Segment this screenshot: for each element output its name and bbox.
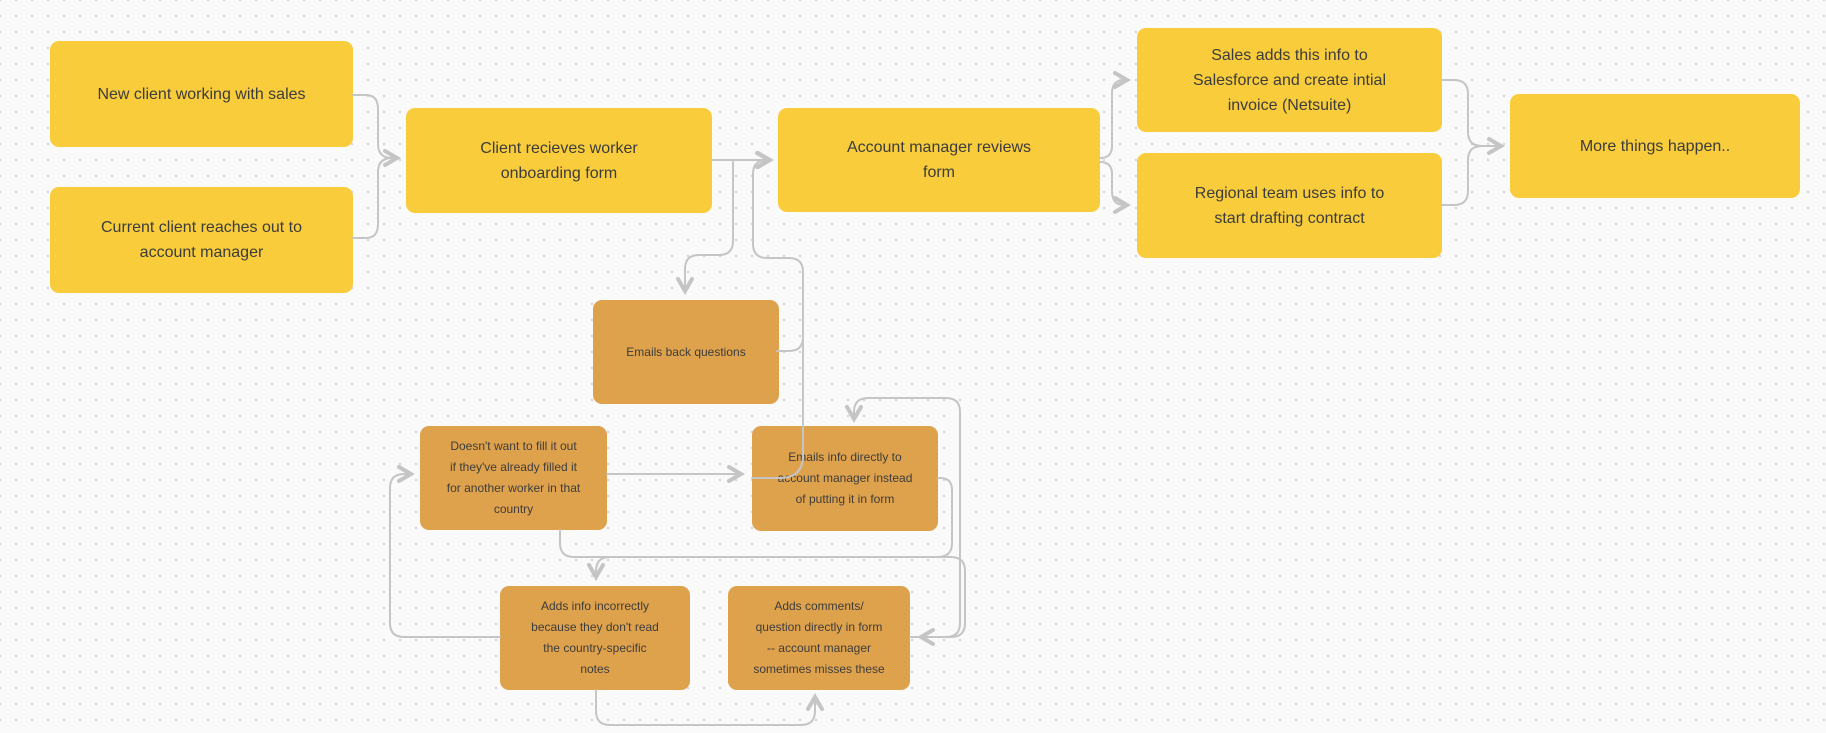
edge-emails-info-directly--adds-info-incorrectly[interactable] xyxy=(587,477,953,581)
edge-emails-info-directly--manager-review[interactable] xyxy=(751,339,804,479)
edge-salesforce-invoice--more-things[interactable] xyxy=(1441,79,1505,155)
node-label: Doesn't want to fill it out if they've a… xyxy=(446,439,581,516)
node-more-things[interactable]: More things happen.. xyxy=(1510,94,1800,198)
node-manager-review[interactable]: Account manager reviews form xyxy=(778,108,1100,212)
edge-regional-contract--more-things[interactable] xyxy=(1441,145,1495,206)
node-label: Regional team uses info to start draftin… xyxy=(1194,184,1385,227)
node-salesforce-invoice[interactable]: Sales adds this info to Salesforce and c… xyxy=(1137,28,1442,132)
node-current-client[interactable]: Current client reaches out to account ma… xyxy=(50,187,353,293)
node-label: Client recieves worker onboarding form xyxy=(480,139,638,182)
node-label: Emails info directly to account manager … xyxy=(777,450,913,506)
edge-adds-info-incorrectly--doesnt-want-to-fill[interactable] xyxy=(389,465,501,638)
node-label: Sales adds this info to Salesforce and c… xyxy=(1193,46,1386,114)
edge-manager-review--regional-contract[interactable] xyxy=(1099,161,1131,214)
node-label: Adds info incorrectly because they don't… xyxy=(531,599,659,676)
node-label: Account manager reviews form xyxy=(846,139,1032,181)
node-label: Adds comments/ question directly in form… xyxy=(753,599,885,676)
node-regional-contract[interactable]: Regional team uses info to start draftin… xyxy=(1137,153,1442,258)
node-label: New client working with sales xyxy=(97,85,306,103)
edge-new-client--onboarding-form[interactable] xyxy=(352,94,401,167)
edge-emails-back-questions--manager-review[interactable] xyxy=(752,151,804,352)
node-label: More things happen.. xyxy=(1579,137,1731,155)
edge-manager-review--salesforce-invoice[interactable] xyxy=(1099,71,1131,159)
node-doesnt-want-to-fill[interactable]: Doesn't want to fill it out if they've a… xyxy=(420,426,607,530)
edge-onboarding-form--emails-back-questions[interactable] xyxy=(676,161,734,295)
node-adds-comments[interactable]: Adds comments/ question directly in form… xyxy=(728,586,910,690)
node-new-client[interactable]: New client working with sales xyxy=(50,41,353,147)
edge-adds-comments--emails-info-directly[interactable] xyxy=(845,397,961,638)
edge-current-client--onboarding-form[interactable] xyxy=(352,157,395,239)
edge-doesnt-want-to-fill--adds-comments[interactable] xyxy=(559,529,966,646)
node-emails-back-questions[interactable]: Emails back questions xyxy=(593,300,779,404)
node-emails-info-directly[interactable]: Emails info directly to account manager … xyxy=(752,426,938,531)
edge-adds-info-incorrectly--adds-comments[interactable] xyxy=(595,689,824,726)
node-label: Current client reaches out to account ma… xyxy=(101,219,302,261)
node-adds-info-incorrectly[interactable]: Adds info incorrectly because they don't… xyxy=(500,586,690,690)
node-onboarding-form[interactable]: Client recieves worker onboarding form xyxy=(406,108,712,213)
node-label: Emails back questions xyxy=(626,344,746,359)
